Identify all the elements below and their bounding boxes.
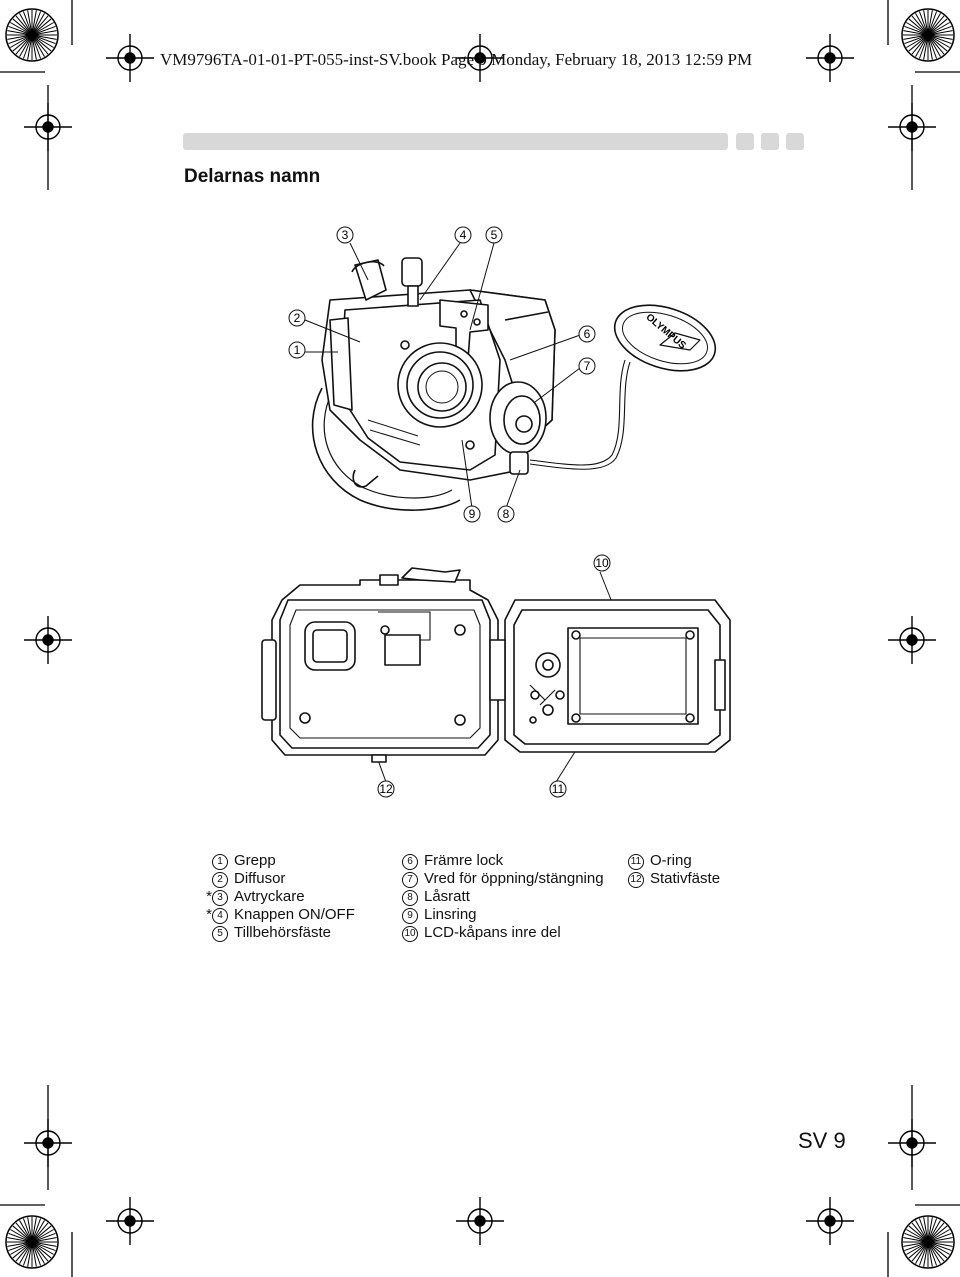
print-header: VM9796TA-01-01-PT-055-inst-SV.book Page … — [160, 50, 753, 69]
callout-circle-9 — [463, 505, 481, 523]
page-number: SV 9 — [798, 1128, 846, 1153]
callout-number-9: 9 — [469, 507, 476, 521]
callout-circle-6 — [578, 325, 596, 343]
housing-door-illustration — [489, 599, 731, 753]
callout-circle-1 — [288, 341, 306, 359]
callout-circle-8 — [497, 505, 515, 523]
registration-rosette — [5, 1215, 59, 1269]
housing-interior-illustration — [261, 567, 499, 763]
registration-rosette — [901, 8, 955, 62]
callout-circle-12 — [377, 780, 395, 798]
header-block-2 — [761, 133, 779, 150]
callout-number-3: 3 — [342, 228, 349, 242]
callout-circle-2 — [288, 309, 306, 327]
callout-number-5: 5 — [491, 228, 498, 242]
callout-number-6: 6 — [584, 327, 591, 341]
callout-number-8: 8 — [503, 507, 510, 521]
callout-circle-10 — [593, 554, 611, 572]
callout-number-2: 2 — [294, 311, 301, 325]
housing-front-illustration — [311, 257, 717, 511]
callout-circle-4 — [454, 226, 472, 244]
callout-circle-5 — [485, 226, 503, 244]
callout-number-7: 7 — [584, 359, 591, 373]
registration-rosette — [901, 1215, 955, 1269]
section-title: Delarnas namn — [184, 166, 321, 187]
registration-rosette — [5, 8, 59, 62]
callout-number-12: 12 — [379, 782, 393, 796]
section-header-bar — [183, 133, 728, 150]
header-block-1 — [736, 133, 754, 150]
callout-circle-7 — [578, 357, 596, 375]
callout-number-10: 10 — [595, 556, 609, 570]
callout-number-4: 4 — [460, 228, 467, 242]
callout-circle-3 — [336, 226, 354, 244]
callout-circle-11 — [549, 780, 567, 798]
callout-number-1: 1 — [294, 343, 301, 357]
callout-number-11: 11 — [552, 782, 565, 796]
header-block-3 — [786, 133, 804, 150]
